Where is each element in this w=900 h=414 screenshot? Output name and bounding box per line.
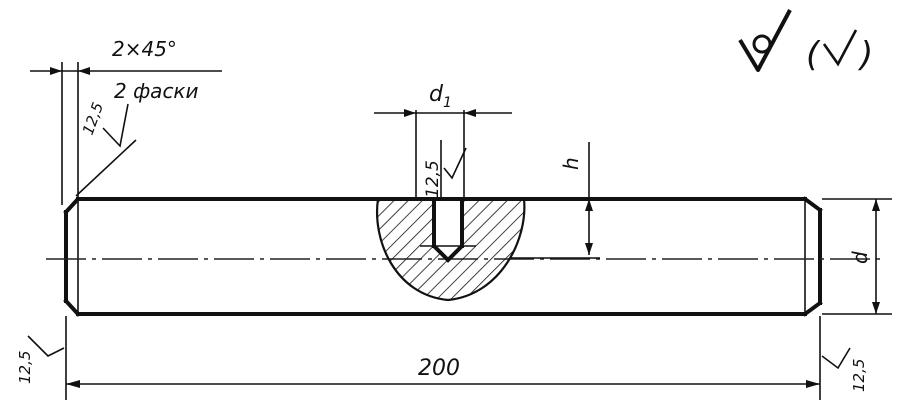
right-chamfer-bottom [802,300,823,317]
section-break-line [376,198,526,302]
arrowhead [404,109,416,117]
roughness-leader [75,139,137,197]
roughness-symbol-hole: 12,5 [423,140,467,200]
roughness-symbol-chamfer: 12,5 [75,100,137,197]
roughness-symbol-left-end: 12,5 [16,335,65,384]
chamfer-dimension: 2×45° 2 фаски [30,37,222,205]
roughness-value-hole: 12,5 [423,160,443,198]
arrowhead [66,380,80,388]
chamfer-note-size: 2×45° [112,37,177,61]
arrowhead [872,199,880,211]
arrowhead [464,109,476,117]
arrowhead [872,302,880,314]
shaft-diameter-label: d [848,251,872,264]
general-roughness-open: ( [806,35,821,75]
roughness-check-mark [102,103,129,148]
roughness-value-chamfer: 12,5 [79,100,107,138]
general-roughness-note: ( ) [738,9,873,75]
roughness-check-small-icon [822,29,858,67]
general-roughness-close: ) [857,35,873,75]
roughness-symbol-right-end: 12,5 [821,347,868,392]
roughness-value-left-end: 12,5 [16,351,34,384]
chamfer-note-count: 2 фаски [114,79,199,103]
roughness-check-mark [443,147,467,180]
hole-diameter-dimension: d1 [374,82,512,200]
left-chamfer-bottom [63,298,81,317]
local-section [376,198,526,302]
roughness-check-mark [821,347,851,370]
roughness-check-icon [738,9,792,72]
length-value: 200 [418,356,460,381]
shaft-diameter-dimension: d [822,198,892,315]
arrowhead [585,243,593,255]
arrowhead [806,380,820,388]
hole-depth-label: h [559,157,583,170]
right-chamfer-top [802,196,823,213]
hole-diameter-label: d1 [429,82,452,111]
roughness-check-mark [27,335,65,357]
roughness-value-right-end: 12,5 [850,359,868,392]
arrowhead [50,67,62,75]
arrowhead [585,199,593,211]
section-hatching [377,199,525,300]
hole-depth-dimension: h [510,142,600,259]
arrowhead [78,67,90,75]
length-dimension: 200 [65,316,821,400]
roughness-circle-icon [752,34,772,54]
left-chamfer-top [63,196,81,215]
hole-drill-point [431,243,465,263]
